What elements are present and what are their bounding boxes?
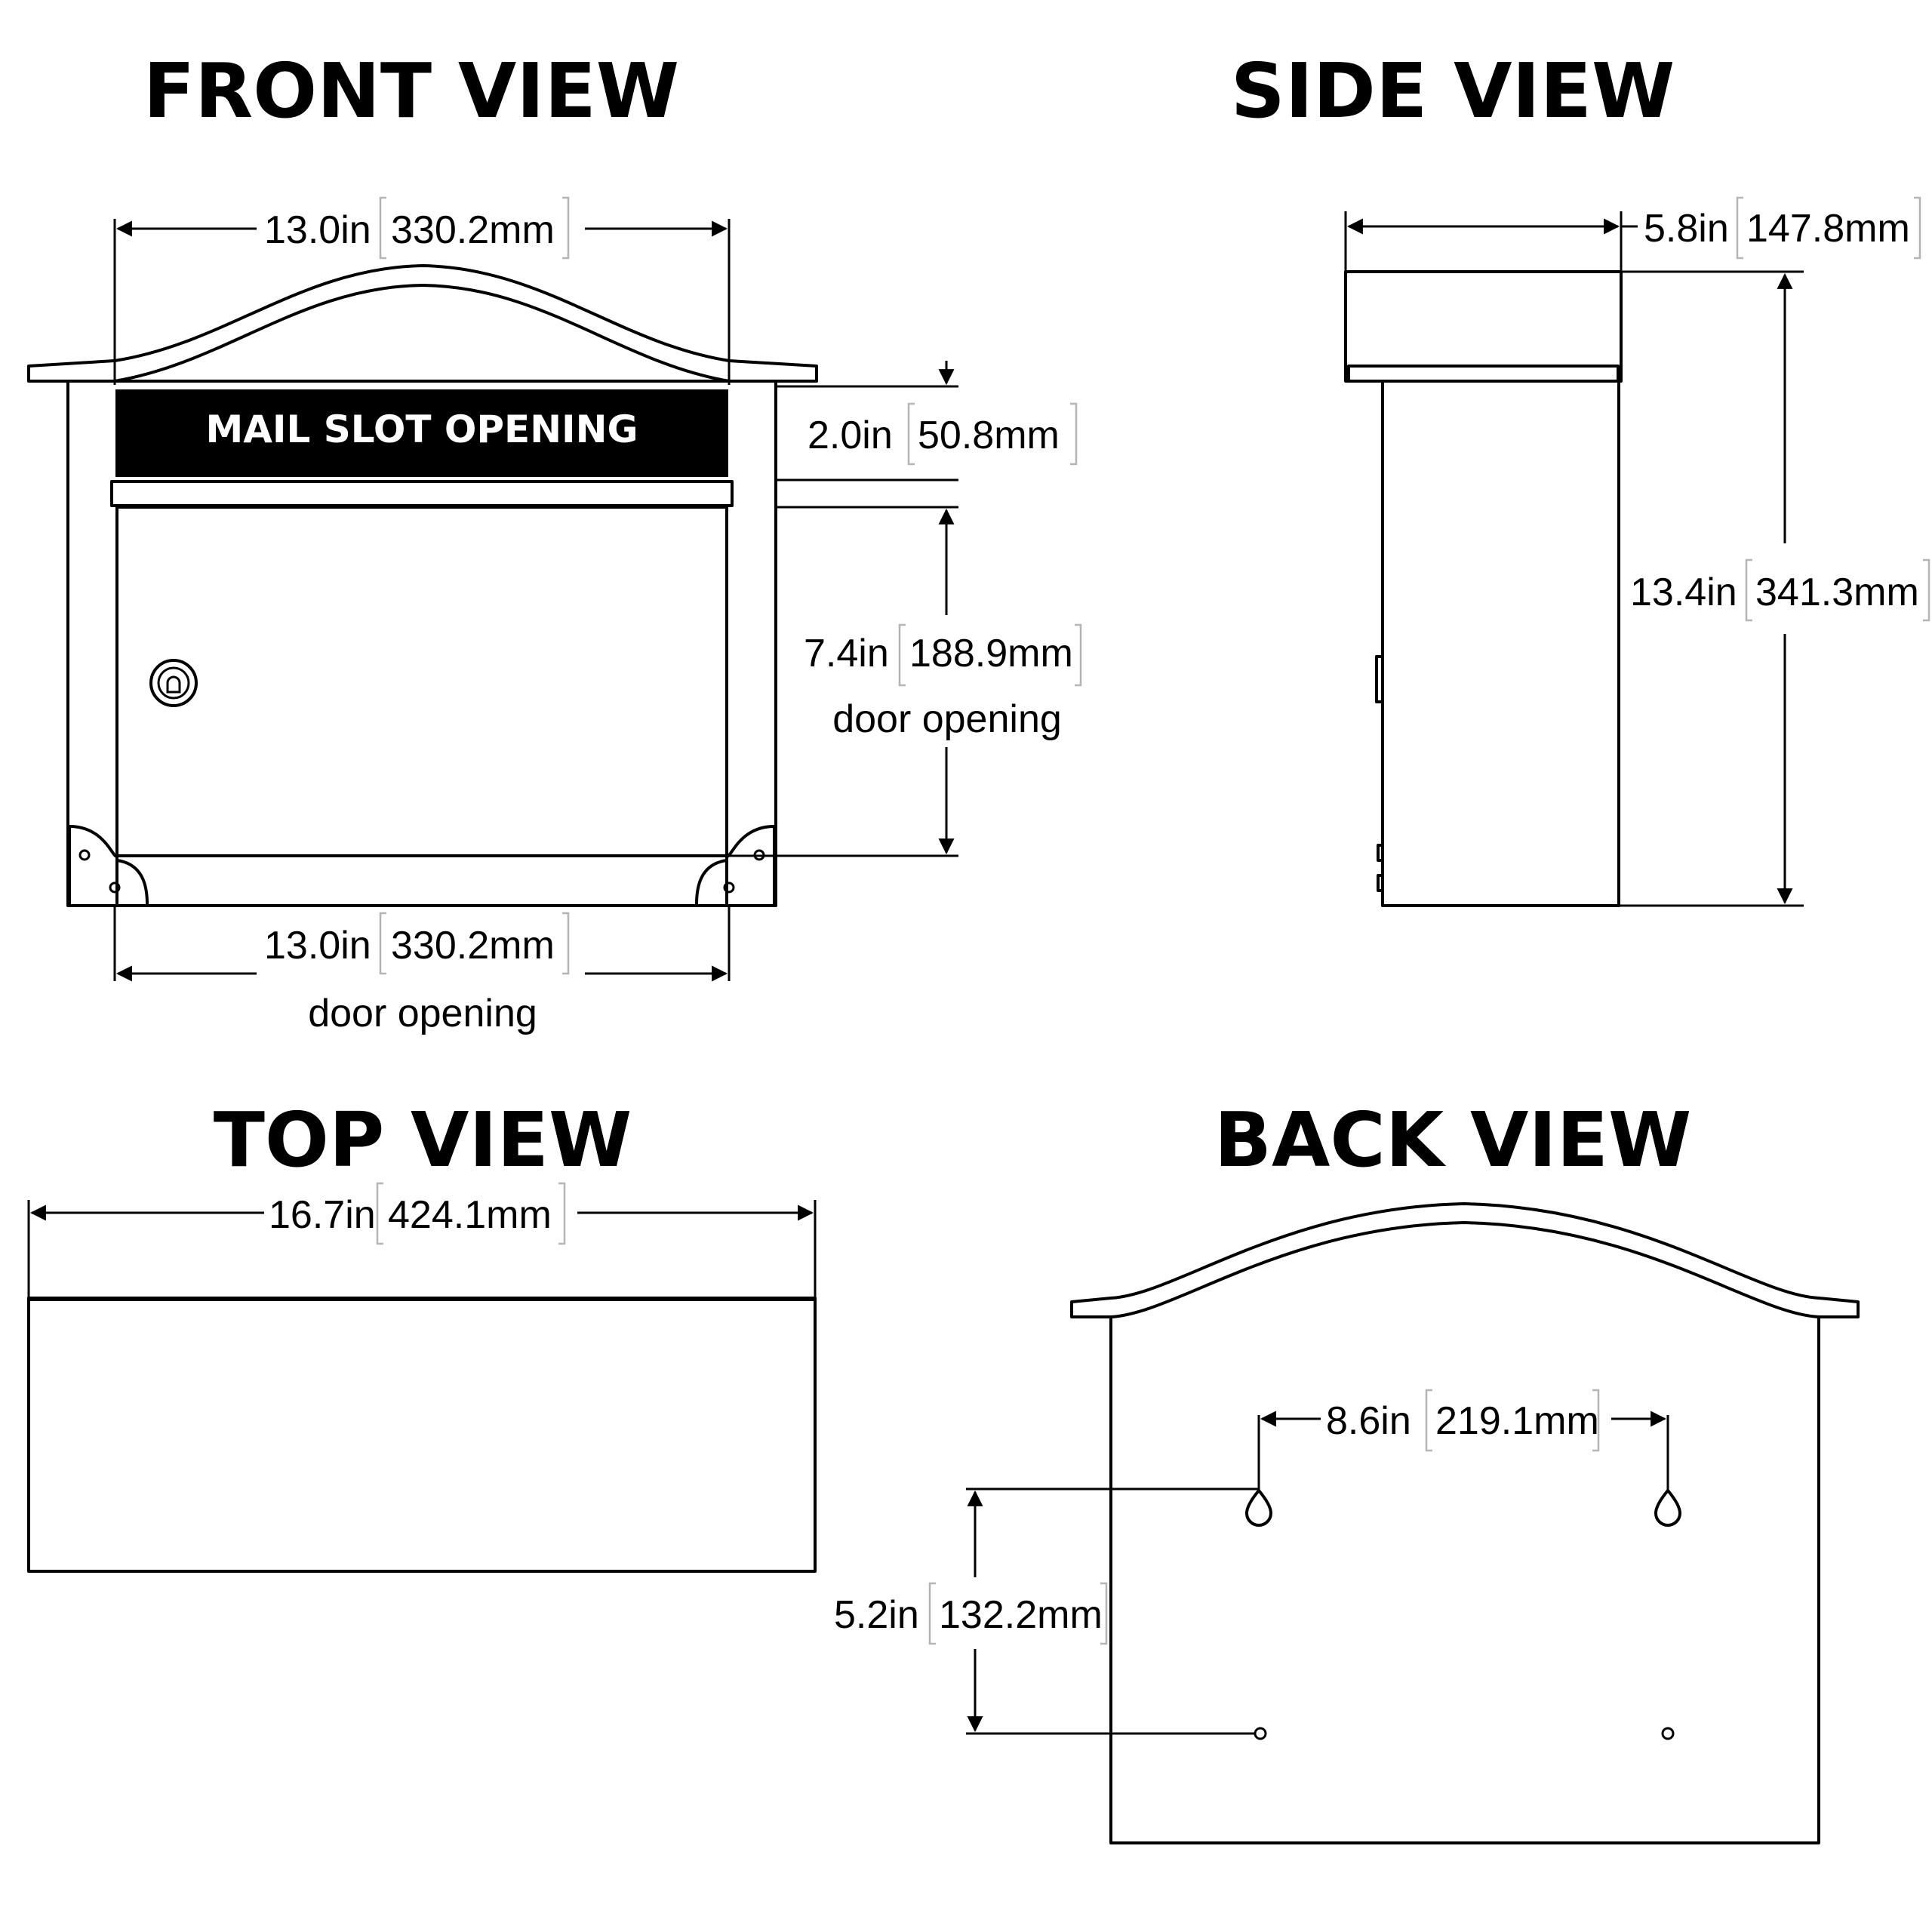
slot-height-mm: 50.8mm	[918, 414, 1060, 457]
side-view: SIDE VIEW 5.8in 147.8mm 13.4in 341.3	[1231, 47, 1930, 907]
side-depth-in: 5.8in	[1644, 207, 1729, 251]
side-height-in: 13.4in	[1630, 571, 1737, 614]
back-view: BACK VIEW 8.6in 219.1mm	[834, 1096, 1860, 1844]
screw-hole-right	[1661, 1727, 1675, 1740]
screw-hole-left	[1254, 1727, 1267, 1740]
door-height-dimension: 7.4in 188.9mm door opening	[727, 508, 1082, 857]
front-door	[115, 506, 728, 857]
door-height-in: 7.4in	[804, 632, 889, 675]
front-view-title: FRONT VIEW	[143, 47, 679, 135]
front-roof	[27, 264, 818, 383]
front-width-mm: 330.2mm	[391, 208, 555, 252]
side-view-title: SIDE VIEW	[1231, 47, 1675, 135]
side-roof-lip	[1347, 365, 1620, 383]
top-view: TOP VIEW 16.7in 424.1mm	[27, 1096, 817, 1573]
lock-icon	[149, 659, 198, 707]
top-body	[27, 1297, 817, 1573]
back-body	[1109, 1315, 1820, 1844]
back-view-title: BACK VIEW	[1214, 1096, 1692, 1184]
top-width-in: 16.7in	[269, 1193, 376, 1237]
keyhole-left-icon	[1245, 1415, 1272, 1527]
side-height-mm: 341.3mm	[1755, 571, 1919, 614]
front-ledge	[110, 480, 734, 507]
back-spacing-in: 8.6in	[1326, 1399, 1411, 1443]
front-width-dimension: 13.0in 330.2mm	[113, 196, 731, 385]
side-depth-mm: 147.8mm	[1746, 207, 1910, 251]
top-view-title: TOP VIEW	[214, 1096, 632, 1184]
keyhole-right-icon	[1654, 1415, 1681, 1527]
slot-height-dimension: 2.0in 50.8mm	[776, 361, 1078, 509]
slot-height-in: 2.0in	[808, 414, 893, 457]
door-width-dimension: 13.0in 330.2mm door opening	[113, 906, 731, 1035]
mail-slot	[115, 389, 728, 477]
back-vertical-mm: 132.2mm	[939, 1593, 1103, 1637]
door-width-mm: 330.2mm	[391, 924, 555, 968]
side-body	[1381, 380, 1620, 907]
corner-bracket-right	[695, 825, 776, 907]
corner-bracket-left	[68, 825, 149, 907]
back-spacing-mm: 219.1mm	[1435, 1399, 1599, 1443]
door-height-note: door opening	[832, 697, 1062, 741]
back-hole-vertical-dimension: 5.2in 132.2mm	[834, 1487, 1259, 1735]
back-hole-spacing-dimension: 8.6in 219.1mm	[1260, 1389, 1667, 1452]
front-body	[66, 380, 777, 907]
back-vertical-in: 5.2in	[834, 1593, 919, 1637]
door-width-note: door opening	[308, 992, 537, 1035]
door-height-mm: 188.9mm	[909, 632, 1073, 675]
back-roof	[1070, 1202, 1860, 1318]
top-width-mm: 424.1mm	[388, 1193, 552, 1237]
top-width-dimension: 16.7in 424.1mm	[27, 1182, 817, 1298]
mail-slot-label: MAIL SLOT OPENING	[205, 408, 638, 451]
door-width-in: 13.0in	[264, 924, 371, 968]
side-depth-dimension: 5.8in 147.8mm	[1344, 196, 1921, 272]
front-view: FRONT VIEW 13.0in 330.2mm MAIL SLOT OPEN…	[27, 47, 1082, 1035]
side-height-dimension: 13.4in 341.3mm	[1619, 270, 1930, 907]
front-width-in: 13.0in	[264, 208, 371, 252]
